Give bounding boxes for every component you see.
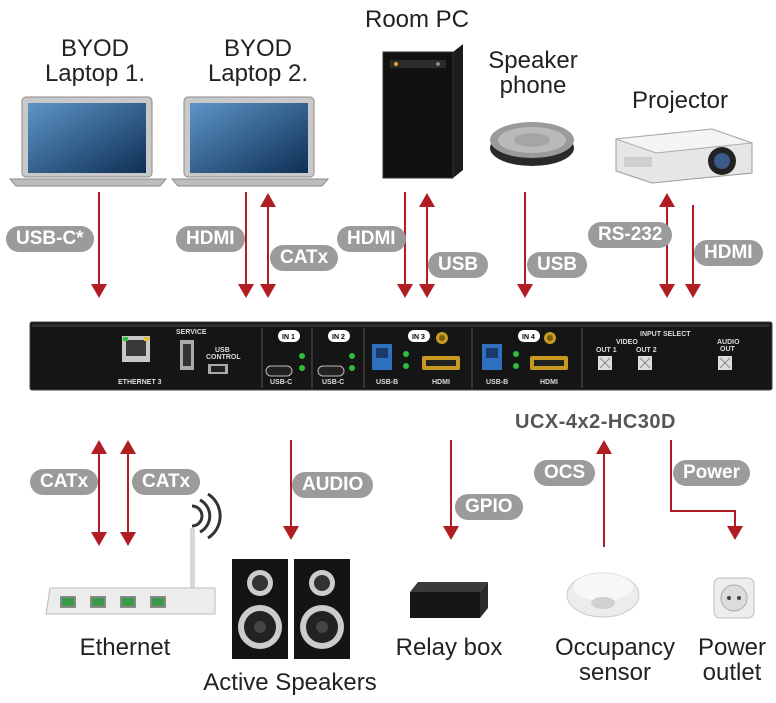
model-name: UCX-4x2-HC30D	[515, 411, 676, 433]
arrow-down-icon	[91, 532, 107, 546]
laptop-1-icon	[8, 96, 168, 187]
laptop1-label: BYOD Laptop 1.	[44, 35, 146, 88]
power-outlet-label: Power outlet	[697, 634, 767, 687]
occupancy-sensor-icon	[566, 572, 640, 618]
panel-usbc1-label: USB-C	[270, 379, 292, 386]
arrow-down-icon	[260, 284, 276, 298]
panel-in4-label: IN 4	[522, 334, 535, 341]
wire-catx-laptop2	[267, 205, 269, 292]
arrow-down-icon	[419, 284, 435, 298]
speakerphone-label: Speaker phone	[488, 47, 578, 100]
tag-ocs: OCS	[534, 460, 596, 486]
wire-hdmi-laptop2	[245, 192, 247, 292]
panel-out2-label: OUT 2	[636, 347, 657, 354]
router-icon	[45, 492, 222, 615]
panel-in3-label: IN 3	[412, 334, 425, 341]
tag-catx-1: CATx	[30, 469, 99, 495]
arrow-up-icon	[260, 193, 276, 207]
panel-video-label: VIDEO	[616, 339, 638, 346]
ethernet-label: Ethernet	[79, 634, 171, 661]
ucx-rear-panel: ETHERNET 3 SERVICE USB CONTROL IN 1 USB-…	[29, 321, 773, 391]
speakerphone-icon	[490, 122, 574, 166]
projector-icon	[615, 128, 753, 184]
pc-tower-icon	[382, 44, 463, 179]
panel-in2-label: IN 2	[332, 334, 345, 341]
wire-power-a	[670, 440, 672, 512]
wire-audio	[290, 440, 292, 535]
tag-audio: AUDIO	[292, 472, 374, 498]
tag-hdmi-pc: HDMI	[337, 226, 406, 252]
wire-power-c	[734, 510, 736, 535]
tag-catx-laptop2: CATx	[270, 245, 339, 271]
wire-hdmi-projector	[692, 205, 694, 292]
panel-hdmi4-label: HDMI	[540, 379, 558, 386]
power-outlet-icon	[713, 577, 755, 619]
panel-audio-out-label: AUDIO	[717, 339, 740, 346]
relay-box-icon	[410, 582, 488, 618]
wire-catx-1	[98, 452, 100, 542]
arrow-down-icon	[397, 284, 413, 298]
wire-usb-speakerphone	[524, 192, 526, 292]
tag-usb-speakerphone: USB	[527, 252, 588, 278]
wire-ocs	[603, 452, 605, 547]
arrow-up-icon	[419, 193, 435, 207]
wire-usbc-laptop1	[98, 192, 100, 292]
arrow-down-icon	[91, 284, 107, 298]
arrow-down-icon	[443, 526, 459, 540]
laptop-2-icon	[170, 96, 330, 187]
arrow-down-icon	[727, 526, 743, 540]
projector-label: Projector	[631, 87, 729, 114]
panel-usbb3-label: USB-B	[376, 379, 398, 386]
arrow-up-icon	[659, 193, 675, 207]
laptop2-label: BYOD Laptop 2.	[207, 35, 309, 88]
svg-text:CONTROL: CONTROL	[206, 354, 241, 361]
speakers-icon	[232, 559, 350, 659]
arrow-up-icon	[596, 440, 612, 454]
arrow-up-icon	[685, 284, 701, 298]
tag-gpio: GPIO	[455, 494, 523, 520]
arrow-down-icon	[283, 526, 299, 540]
tag-hdmi-laptop2: HDMI	[176, 226, 245, 252]
arrow-up-icon	[91, 440, 107, 454]
panel-in1-label: IN 1	[282, 334, 295, 341]
tag-rs232: RS-232	[588, 222, 673, 248]
panel-service-label: SERVICE	[176, 329, 207, 336]
wire-usb-pc	[426, 205, 428, 292]
panel-ethernet-label: ETHERNET 3	[118, 379, 162, 386]
occupancy-label: Occupancy sensor	[554, 634, 676, 687]
panel-usb-control-label: USB	[215, 347, 230, 354]
wire-power-b	[670, 510, 736, 512]
tag-usbc: USB-C*	[6, 226, 94, 252]
room-pc-label: Room PC	[364, 6, 470, 33]
svg-text:OUT: OUT	[720, 346, 736, 353]
relay-label: Relay box	[395, 634, 503, 661]
tag-power: Power	[673, 460, 751, 486]
panel-out1-label: OUT 1	[596, 347, 617, 354]
tag-catx-2: CATx	[132, 469, 201, 495]
wire-catx-2	[127, 452, 129, 542]
panel-hdmi3-label: HDMI	[432, 379, 450, 386]
speakers-label: Active Speakers	[203, 669, 377, 696]
arrow-up-icon	[120, 440, 136, 454]
panel-input-select-label: INPUT SELECT	[640, 331, 691, 338]
wire-gpio	[450, 440, 452, 535]
panel-usbc2-label: USB-C	[322, 379, 344, 386]
arrow-down-icon	[238, 284, 254, 298]
arrow-down-icon	[659, 284, 675, 298]
tag-usb-pc: USB	[428, 252, 489, 278]
arrow-down-icon	[120, 532, 136, 546]
arrow-down-icon	[517, 284, 533, 298]
panel-usbb4-label: USB-B	[486, 379, 508, 386]
wire-rs232-projector	[666, 205, 668, 292]
tag-hdmi-projector: HDMI	[694, 240, 763, 266]
